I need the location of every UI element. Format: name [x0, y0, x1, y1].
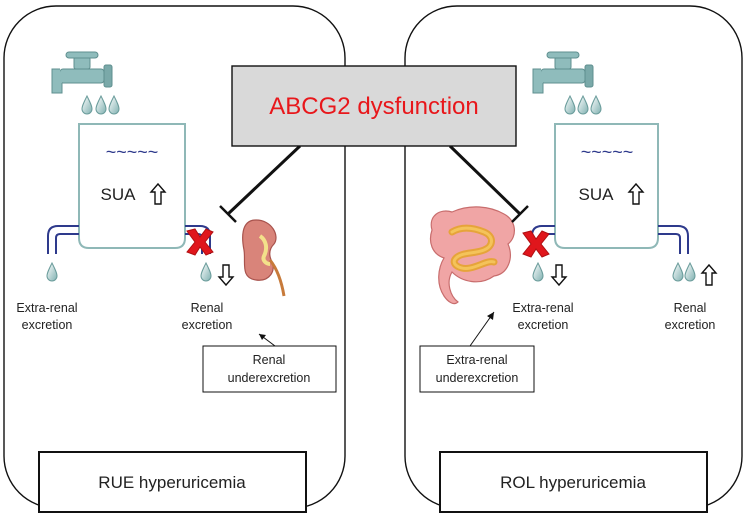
- page-title: ABCG2 dysfunction: [269, 93, 478, 120]
- left-extrarenal-label-line2: excretion: [22, 318, 73, 332]
- right-intestine-icon: [429, 206, 515, 305]
- right-tank: [554, 123, 659, 249]
- left-renal-label-line1: Renal: [191, 301, 224, 315]
- right-sua-label: SUA: [579, 185, 615, 204]
- left-extrarenal-label-line1: Extra-renal: [16, 301, 77, 315]
- left-note-line1: Renal: [253, 353, 286, 367]
- right-falling-drops: [564, 95, 602, 115]
- left-extrarenal-pipe: [47, 225, 79, 254]
- right-note-line1: Extra-renal: [446, 353, 507, 367]
- right-renal-label-line2: excretion: [665, 318, 716, 332]
- title-box: [231, 65, 517, 147]
- left-inhibition-line: [226, 144, 302, 216]
- left-renal-label-line2: excretion: [182, 318, 233, 332]
- left-tank: [78, 123, 186, 249]
- right-water-surface: ~~~~~: [581, 142, 634, 162]
- left-kidney-icon: [242, 219, 286, 297]
- left-water-surface: ~~~~~: [106, 142, 159, 162]
- right-note-line2: underexcretion: [436, 371, 519, 385]
- left-sua-label: SUA: [101, 185, 137, 204]
- left-note-box: [202, 345, 337, 393]
- right-extrarenal-label-line2: excretion: [518, 318, 569, 332]
- right-renal-label-line1: Renal: [674, 301, 707, 315]
- right-renal-pipe: [658, 225, 689, 254]
- left-falling-drops: [81, 95, 120, 115]
- right-extrarenal-label-line1: Extra-renal: [512, 301, 573, 315]
- right-panel-label: ROL hyperuricemia: [500, 473, 646, 492]
- right-note-box: [419, 345, 535, 393]
- left-note-line2: underexcretion: [228, 371, 311, 385]
- right-inhibition-line: [448, 144, 522, 216]
- left-panel-label-box: [38, 451, 307, 513]
- right-panel-label-box: [439, 451, 708, 513]
- left-panel-label: RUE hyperuricemia: [98, 473, 246, 492]
